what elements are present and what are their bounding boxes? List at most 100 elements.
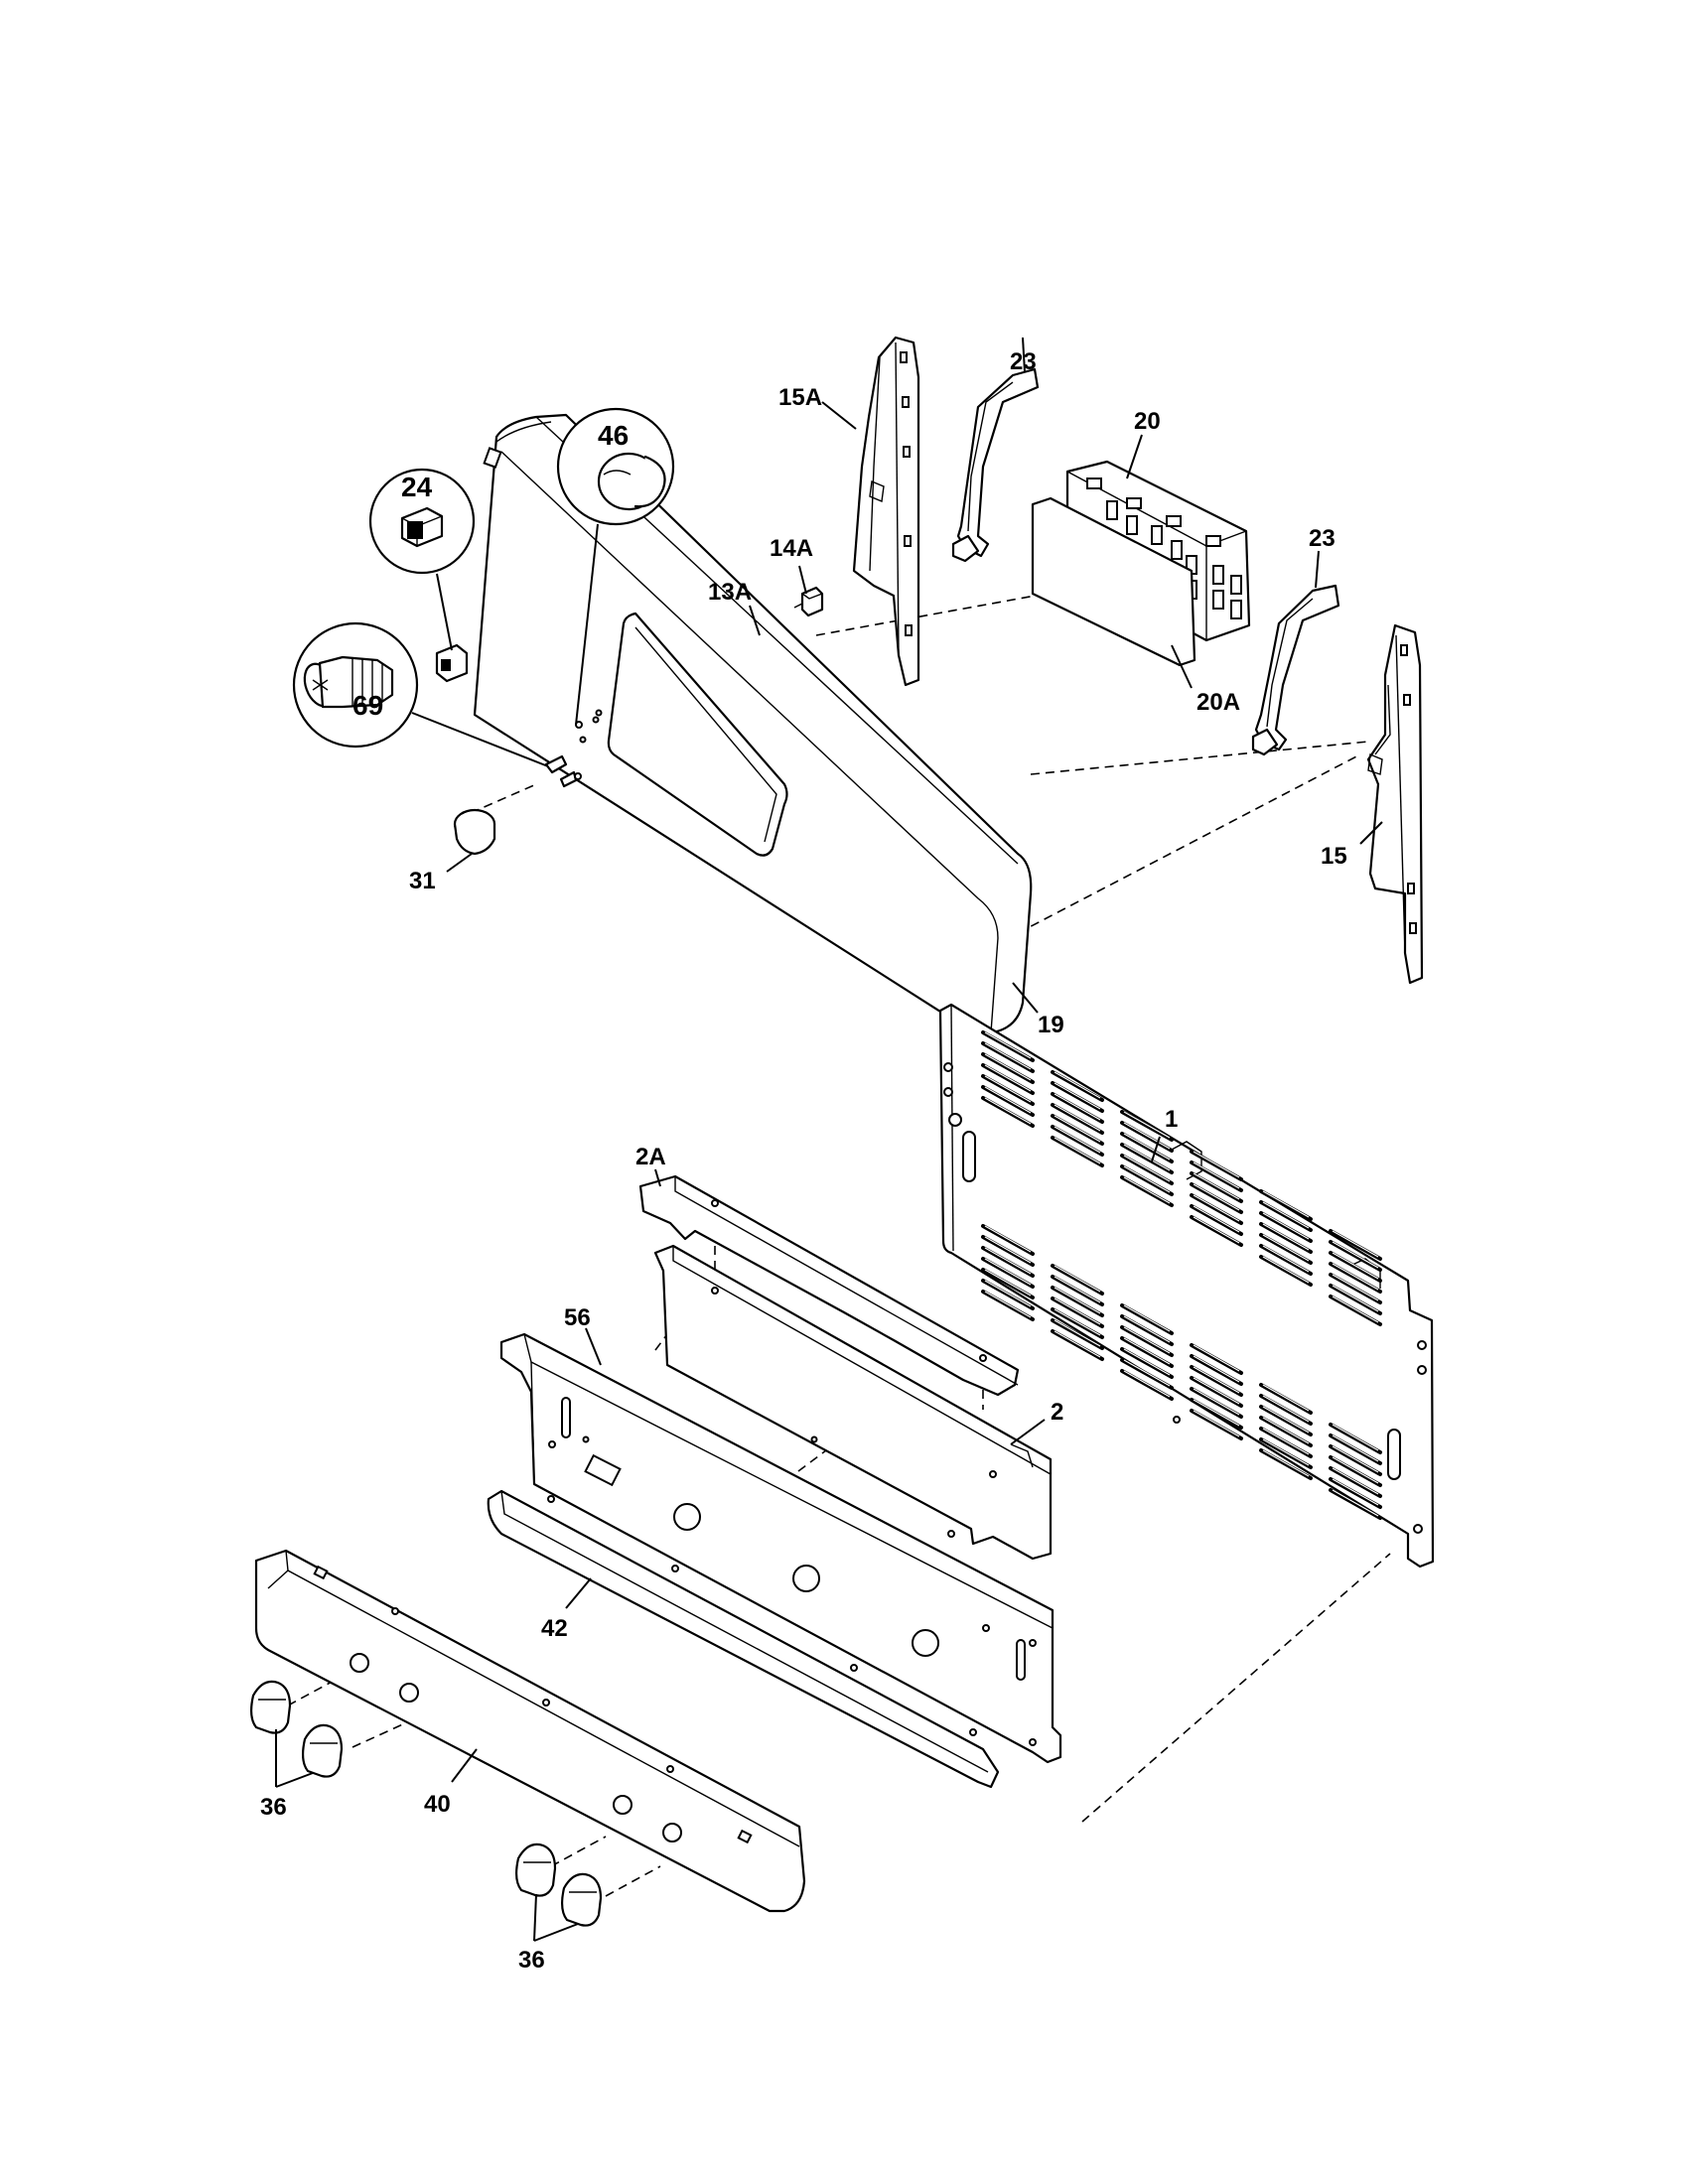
part-20a-overlay: [1031, 496, 1196, 667]
part-40-cover: [254, 1549, 806, 1913]
vent-slot-highlight: [1123, 1111, 1171, 1139]
vent-slot: [981, 1041, 1035, 1073]
vent-slot: [1051, 1275, 1104, 1306]
vent-slot-highlight: [1193, 1355, 1240, 1383]
vent-slot: [1190, 1376, 1243, 1408]
vent-slot: [981, 1246, 1035, 1278]
vent-slot-highlight: [1262, 1234, 1310, 1262]
vent-slot-highlight: [984, 1247, 1032, 1275]
vent-slot-highlight: [1193, 1410, 1240, 1437]
vent-slot: [1051, 1329, 1104, 1361]
vent-slot: [1259, 1244, 1313, 1276]
vent-slot: [1120, 1358, 1174, 1390]
vent-slot: [1120, 1336, 1174, 1368]
vent-slot: [981, 1257, 1035, 1289]
vent-slot-highlight: [984, 1031, 1032, 1059]
vent-slot: [1190, 1398, 1243, 1430]
label-23-upper: 23: [1010, 348, 1037, 375]
vent-slot-highlight: [984, 1086, 1032, 1114]
vent-slot: [1329, 1262, 1382, 1294]
vent-slot: [1051, 1136, 1104, 1167]
vent-slot: [1190, 1409, 1243, 1440]
vent-slot: [1329, 1240, 1382, 1272]
vent-slot-highlight: [1054, 1115, 1101, 1143]
vent-slot-highlight: [1262, 1428, 1310, 1455]
vent-slot-highlight: [1262, 1245, 1310, 1273]
label-2a: 2A: [635, 1144, 666, 1170]
vent-slot: [981, 1030, 1035, 1062]
vent-slot: [1329, 1423, 1382, 1454]
vent-slot: [981, 1279, 1035, 1310]
vent-slot-highlight: [1054, 1319, 1101, 1347]
vent-slot-highlight: [1193, 1216, 1240, 1244]
part-2-panel: [653, 1244, 1053, 1561]
label-15a: 15A: [778, 384, 822, 411]
vent-slot-highlight: [1332, 1434, 1379, 1462]
vent-slot-highlight: [1123, 1370, 1171, 1398]
vent-slot-highlight: [1193, 1205, 1240, 1233]
vent-slot: [1120, 1347, 1174, 1379]
vent-slot: [1259, 1427, 1313, 1458]
part-23-clip-upper: [951, 367, 1040, 563]
label-13a: 13A: [708, 579, 752, 606]
vent-slot: [1259, 1405, 1313, 1436]
vent-slot-highlight: [1262, 1212, 1310, 1240]
part-19-console: [473, 413, 1033, 1034]
vent-slot-highlight: [1054, 1093, 1101, 1121]
vent-slot: [1051, 1307, 1104, 1339]
vent-slot-highlight: [1123, 1165, 1171, 1193]
part-36-knob-b: [301, 1723, 344, 1778]
vent-slot-highlight: [1123, 1122, 1171, 1150]
label-20: 20: [1134, 408, 1161, 435]
label-56: 56: [564, 1304, 591, 1331]
vent-slot: [1329, 1284, 1382, 1315]
vent-slot-highlight: [1123, 1359, 1171, 1387]
vent-slot-highlight: [1193, 1366, 1240, 1394]
vent-slot: [1120, 1369, 1174, 1401]
vent-slot: [1259, 1416, 1313, 1447]
vent-slot: [1329, 1488, 1382, 1520]
vent-slot: [1259, 1222, 1313, 1254]
vent-slot: [1120, 1154, 1174, 1185]
label-23-lower: 23: [1309, 525, 1336, 552]
vent-slot-highlight: [1123, 1315, 1171, 1343]
vent-slot-highlight: [984, 1053, 1032, 1081]
vent-slot-highlight: [984, 1225, 1032, 1253]
vent-slots: [981, 1030, 1382, 1520]
vent-slot: [1259, 1200, 1313, 1232]
vent-slot: [981, 1085, 1035, 1117]
vent-slot: [1190, 1160, 1243, 1192]
label-42: 42: [541, 1615, 568, 1642]
label-20a: 20A: [1196, 689, 1240, 716]
vent-slot-highlight: [1332, 1285, 1379, 1312]
part-69-fastener-small: [544, 754, 582, 788]
vent-slot-highlight: [1054, 1308, 1101, 1336]
vent-slot-highlight: [1054, 1265, 1101, 1293]
vent-slot: [981, 1074, 1035, 1106]
vent-slot-highlight: [1193, 1344, 1240, 1372]
vent-slot-highlight: [1262, 1256, 1310, 1284]
label-31: 31: [409, 868, 436, 894]
vent-slot: [1051, 1286, 1104, 1317]
vent-slot-highlight: [1332, 1424, 1379, 1451]
vent-slot: [981, 1290, 1035, 1321]
part-labels: 1 2 2A 13A 14A 15 15A 19 20 20A 23 23 24…: [260, 348, 1347, 1974]
label-1: 1: [1165, 1106, 1178, 1133]
vent-slot-highlight: [1193, 1183, 1240, 1211]
vent-slot-highlight: [984, 1075, 1032, 1103]
vent-slot: [1259, 1189, 1313, 1221]
vent-slot: [1190, 1343, 1243, 1375]
vent-slot-highlight: [1262, 1190, 1310, 1218]
vent-slot: [1190, 1365, 1243, 1397]
label-14a: 14A: [770, 535, 813, 562]
vent-slot-highlight: [1054, 1071, 1101, 1099]
vent-slot: [981, 1224, 1035, 1256]
label-15: 15: [1321, 843, 1347, 870]
vent-slot-highlight: [1193, 1172, 1240, 1200]
label-24: 24: [401, 472, 433, 502]
vent-slot: [1329, 1273, 1382, 1304]
vent-slot-highlight: [984, 1042, 1032, 1070]
vent-slot: [1259, 1233, 1313, 1265]
vent-slot-highlight: [1332, 1456, 1379, 1484]
